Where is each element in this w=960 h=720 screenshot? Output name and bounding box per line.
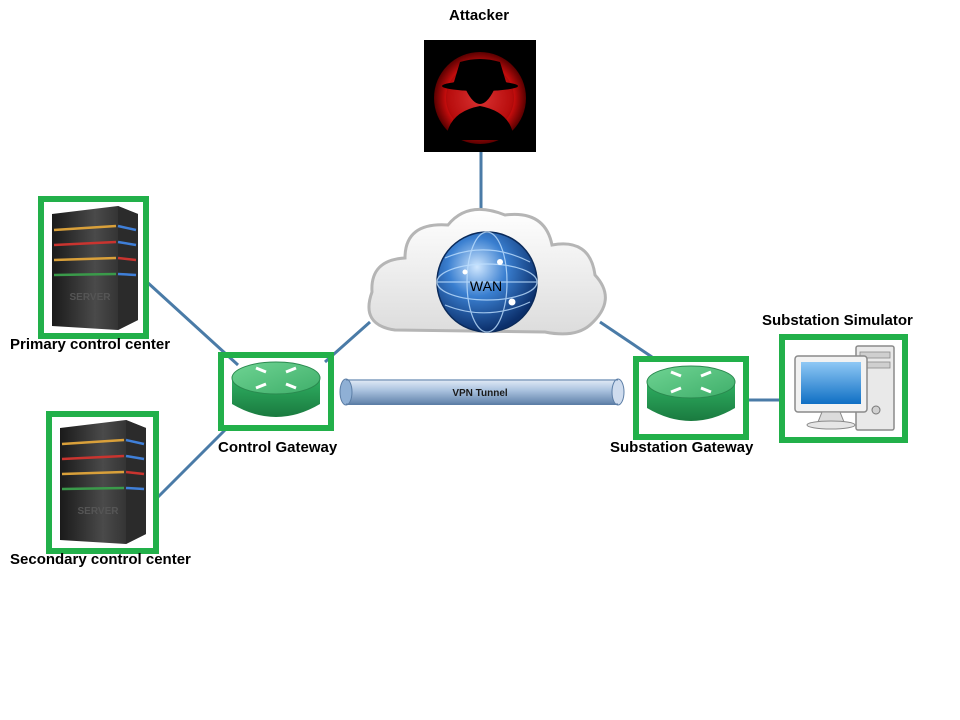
vpn-tunnel-label: VPN Tunnel xyxy=(452,388,508,399)
wan-label: WAN xyxy=(470,278,502,294)
substation-gateway-label: Substation Gateway xyxy=(610,439,754,456)
substation-gateway-node xyxy=(633,356,749,440)
link-primary-control-gateway xyxy=(145,280,240,367)
highlight-border xyxy=(779,334,908,443)
secondary-control-center-node: SERVER xyxy=(46,411,159,554)
control-gateway-label: Control Gateway xyxy=(218,439,338,456)
control-gateway-node xyxy=(218,352,334,431)
wan-cloud-icon: WAN xyxy=(367,207,607,336)
server-engraving: SERVER xyxy=(78,506,120,517)
router-icon xyxy=(231,361,321,417)
server-icon: SERVER xyxy=(60,420,146,544)
substation-simulator-label: Substation Simulator xyxy=(762,312,913,329)
highlight-border xyxy=(218,352,334,431)
primary-control-center-label: Primary control center xyxy=(10,336,171,353)
secondary-control-center-label: Secondary control center xyxy=(10,551,191,568)
substation-simulator-node xyxy=(779,334,908,443)
attacker-icon xyxy=(424,40,536,152)
desktop-computer-icon xyxy=(794,345,895,431)
server-icon: SERVER xyxy=(52,206,138,330)
highlight-border xyxy=(46,411,159,554)
router-icon xyxy=(646,365,736,421)
vpn-tunnel: VPN Tunnel xyxy=(339,378,625,406)
link-secondary-control-gateway xyxy=(153,428,227,502)
highlight-border xyxy=(38,196,149,339)
primary-control-center-node: SERVER xyxy=(38,196,149,339)
link-wan-substation-gateway xyxy=(599,320,653,359)
server-engraving: SERVER xyxy=(70,292,112,303)
attacker-label: Attacker xyxy=(449,7,510,24)
highlight-border xyxy=(633,356,749,440)
